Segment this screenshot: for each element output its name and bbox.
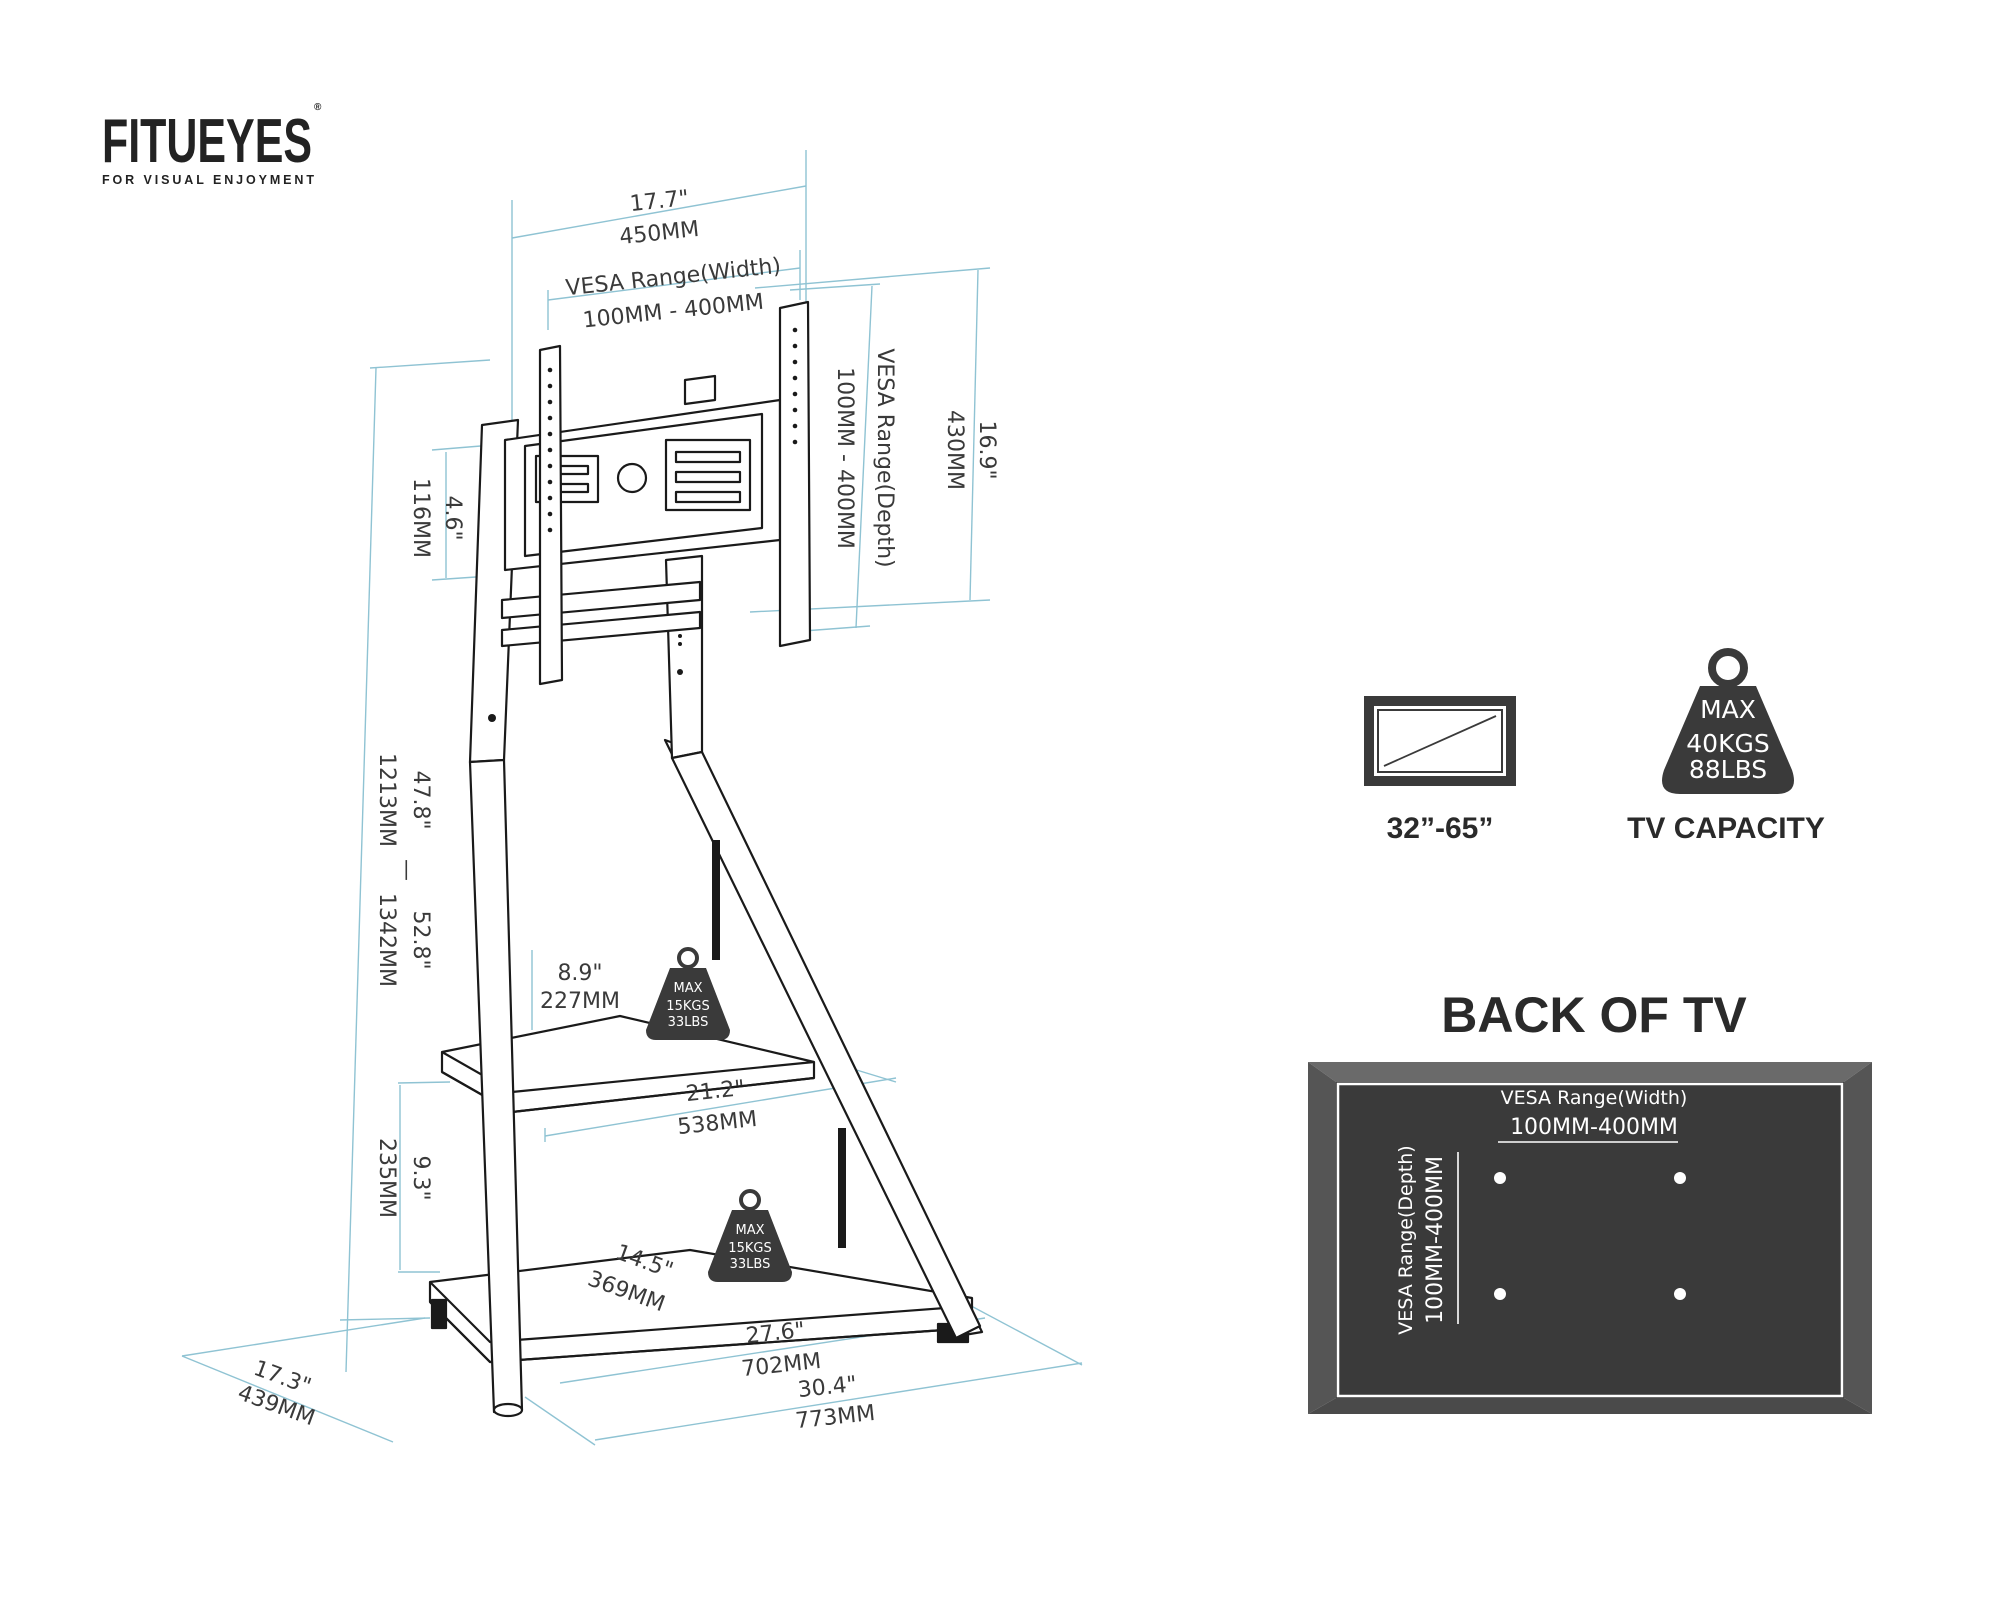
brand-name: FITUEYES: [102, 107, 312, 176]
tv-capacity-spec: MAX 40KGS 88LBS TV CAPACITY: [1627, 648, 1825, 845]
height-mm-min: 1213MM: [374, 753, 399, 847]
back-vesa-depth-range: 100MM-400MM: [1423, 1156, 1448, 1324]
height-in-max: 52.8": [408, 910, 433, 969]
back-vesa-depth-label: VESA Range(Depth): [1395, 1145, 1417, 1334]
tv-stand-drawing: [428, 300, 984, 1418]
capacity-max: MAX: [1700, 695, 1756, 724]
bracket-width-mm: 450MM: [618, 217, 700, 250]
back-of-tv-title: BACK OF TV: [1441, 987, 1747, 1043]
vesa-hole: [1494, 1172, 1506, 1184]
height-dash: —: [394, 859, 419, 881]
capacity-lbs: 88LBS: [1689, 755, 1767, 784]
height-mm-max: 1342MM: [374, 893, 399, 987]
upper-shelf-kgs: 15KGS: [666, 999, 709, 1014]
lower-gap-mm: 235MM: [374, 1138, 399, 1218]
brand-registered-mark: ®: [314, 102, 322, 113]
bracket-height-in: 16.9": [974, 420, 999, 479]
back-vesa-width-label: VESA Range(Width): [1501, 1087, 1688, 1109]
vesa-hole: [1674, 1288, 1686, 1300]
brand-logo: FITUEYES ® FOR VISUAL ENJOYMENT: [102, 102, 322, 187]
lower-shelf-lbs: 33LBS: [730, 1257, 771, 1272]
upper-shelf-weight-badge: MAX 15KGS 33LBS: [646, 947, 730, 1040]
vesa-depth-range: 100MM - 400MM: [832, 367, 857, 549]
lower-shelf-max: MAX: [735, 1223, 764, 1238]
shelf-width-in: 21.2": [685, 1076, 746, 1107]
adjust-mm: 116MM: [408, 478, 433, 558]
screen-size-spec: 32”-65”: [1364, 696, 1516, 845]
vesa-hole: [1494, 1288, 1506, 1300]
back-of-tv-panel: BACK OF TV VESA Range(Width) 100MM-400MM…: [1308, 987, 1872, 1414]
weight-icon: [1662, 686, 1794, 794]
brand-tagline: FOR VISUAL ENJOYMENT: [102, 173, 314, 187]
vesa-depth-label: VESA Range(Depth): [872, 348, 897, 567]
upper-shelf-max: MAX: [673, 981, 702, 996]
lower-gap-in: 9.3": [408, 1155, 433, 1200]
height-in-min: 47.8": [408, 770, 433, 829]
bracket-height-mm: 430MM: [942, 410, 967, 490]
total-width-in: 30.4": [797, 1372, 858, 1403]
bracket-width-in: 17.7": [629, 186, 690, 217]
lower-shelf-kgs: 15KGS: [728, 1241, 771, 1256]
base-width-in: 27.6": [745, 1318, 806, 1349]
screen-size-label: 32”-65”: [1387, 812, 1494, 845]
adjust-in: 4.6": [440, 495, 465, 540]
capacity-label: TV CAPACITY: [1627, 812, 1825, 845]
vesa-hole: [1674, 1172, 1686, 1184]
upper-shelf-lbs: 33LBS: [668, 1015, 709, 1030]
shelf-gap-in: 8.9": [557, 961, 602, 986]
back-vesa-width-range: 100MM-400MM: [1510, 1115, 1678, 1140]
weight-icon-ring: [1708, 648, 1748, 688]
lower-shelf-weight-badge: MAX 15KGS 33LBS: [708, 1189, 792, 1282]
capacity-kgs: 40KGS: [1686, 729, 1769, 758]
shelf-gap-mm: 227MM: [540, 989, 620, 1014]
